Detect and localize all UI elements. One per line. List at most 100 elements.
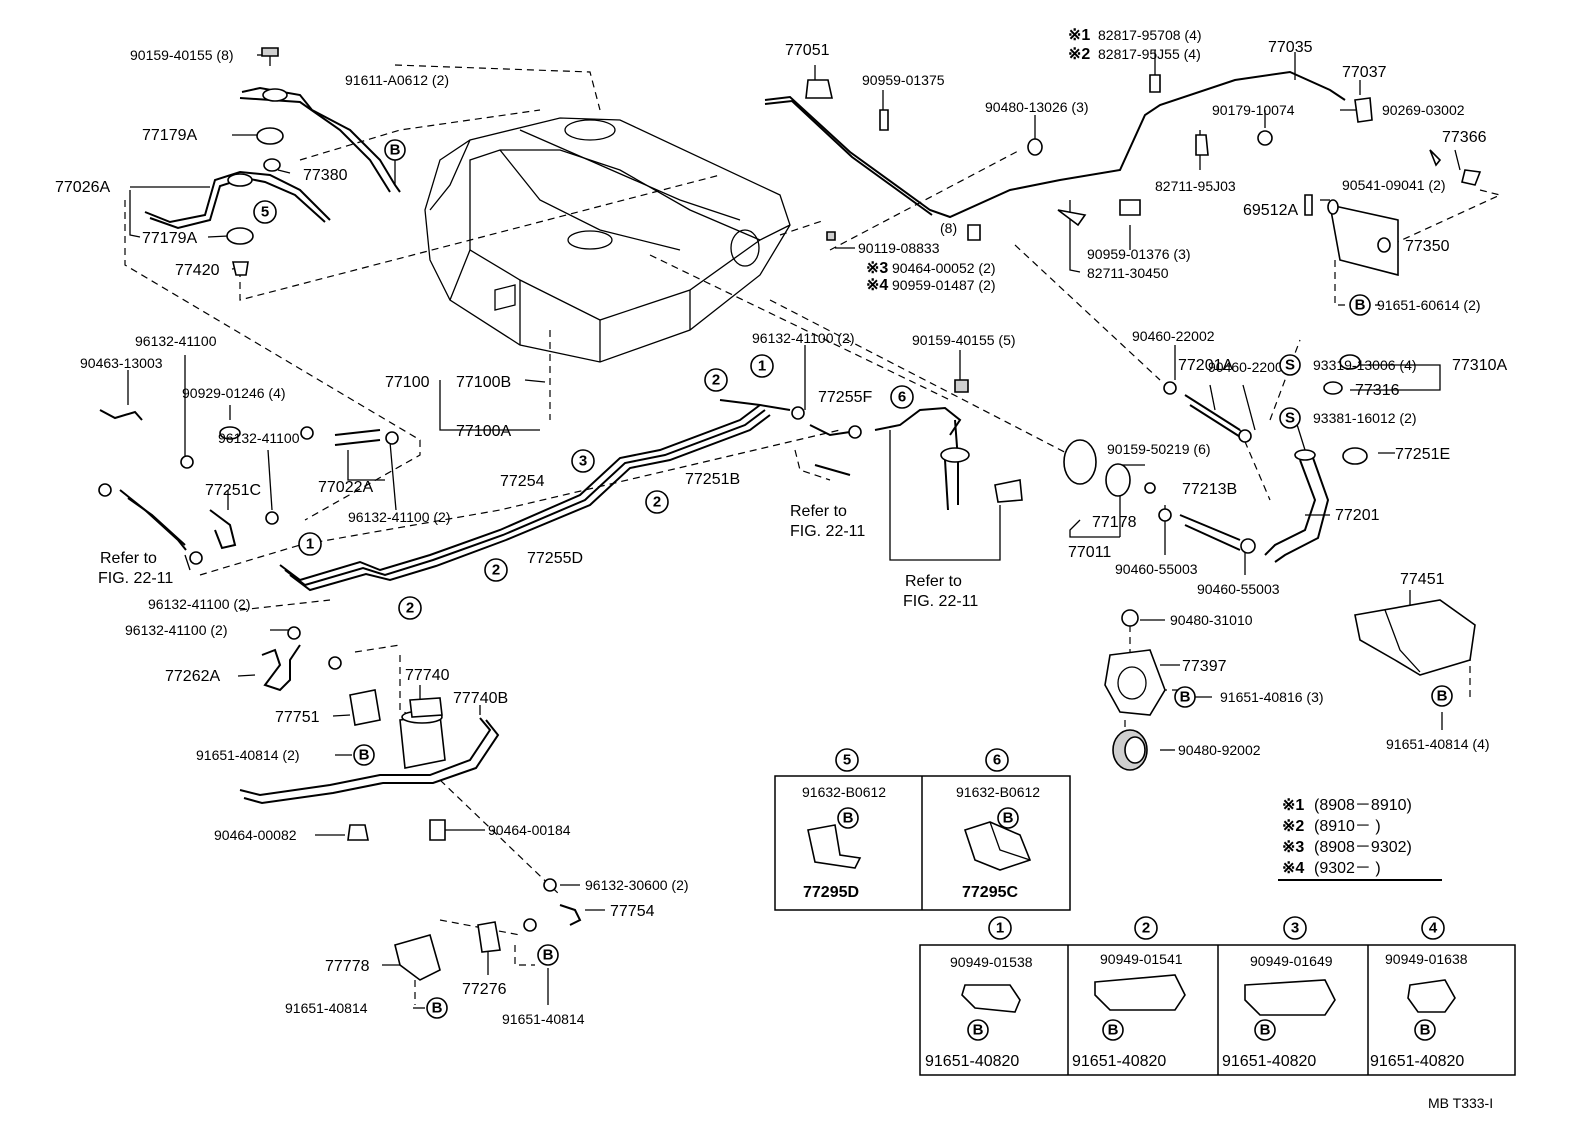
b-circle-91651-60614: B	[1349, 294, 1371, 316]
b-circle-top: B	[384, 139, 406, 161]
reference-code: MB T333-I	[1428, 1095, 1493, 1111]
svg-text:2: 2	[712, 372, 720, 389]
b-circle-77451: B	[1431, 685, 1453, 707]
box3-bolt: 91651-40820	[1222, 1053, 1316, 1070]
label-82817-95708: 82817-95708 (4)	[1098, 27, 1202, 43]
label-90480-31010: 90480-31010	[1170, 612, 1253, 628]
box6-part: 91632-B0612	[956, 784, 1040, 800]
legend-row-1-mark: ※1	[1282, 797, 1304, 814]
label-8: (8)	[940, 220, 957, 236]
label-77035: 77035	[1268, 39, 1313, 56]
label-77051: 77051	[785, 42, 830, 59]
svg-text:B: B	[843, 810, 854, 827]
svg-text:S: S	[1285, 410, 1295, 427]
label-77037: 77037	[1342, 64, 1387, 81]
legend-row-3-mark: ※3	[1282, 839, 1304, 856]
label-77011: 77011	[1068, 544, 1111, 561]
svg-text:B: B	[973, 1022, 984, 1039]
detail-box-5-6: 5 6 91632-B0612 91632-B0612 B B 77295D 7…	[774, 748, 1071, 911]
label-77100b: 77100B	[456, 374, 511, 391]
svg-text:1: 1	[306, 536, 314, 553]
label-91611-a0612: 91611-A0612 (2)	[345, 72, 449, 88]
box1-b-circle: B	[967, 1019, 989, 1041]
box3-part: 90949-01649	[1250, 953, 1333, 969]
label-90959-01487: 90959-01487 (2)	[892, 277, 996, 293]
label-90460-55003-b: 90460-55003	[1197, 581, 1280, 597]
label-91651-40814-2: 91651-40814 (2)	[196, 747, 300, 763]
label-77751: 77751	[275, 709, 320, 726]
label-96132-41100-2c: 96132-41100 (2)	[148, 596, 250, 612]
label-77310a: 77310A	[1452, 357, 1507, 374]
box4-part: 90949-01638	[1385, 951, 1468, 967]
svg-text:3: 3	[1291, 920, 1299, 937]
num-circle-1-a: 1	[750, 354, 774, 378]
label-77179a-top: 77179A	[142, 127, 197, 144]
label-90463-13003: 90463-13003	[80, 355, 163, 371]
label-90480-92002: 90480-92002	[1178, 742, 1261, 758]
label-77420: 77420	[175, 262, 220, 279]
legend-row-2-mark: ※2	[1282, 818, 1304, 835]
label-77178: 77178	[1092, 514, 1137, 531]
label-90159-40155-8: 90159-40155 (8)	[130, 47, 234, 63]
box1-num-circle: 1	[988, 916, 1012, 940]
svg-text:6: 6	[993, 752, 1001, 769]
label-77201a: 77201A	[1178, 357, 1233, 374]
marker-4-mid: ※4	[866, 277, 888, 294]
box5-assy: 77295D	[803, 884, 859, 901]
box2-bolt: 91651-40820	[1072, 1053, 1166, 1070]
svg-text:B: B	[359, 747, 370, 764]
label-90959-01375: 90959-01375	[862, 72, 945, 88]
svg-text:1: 1	[758, 358, 766, 375]
circled-symbols: B B B B B B B S S 5 2 1 6 3 2 1 2 2	[253, 139, 1453, 1019]
label-77213b: 77213B	[1182, 481, 1237, 498]
svg-text:1: 1	[996, 920, 1004, 937]
label-77100a: 77100A	[456, 423, 511, 440]
label-91651-40814-b: 91651-40814	[502, 1011, 585, 1027]
label-91651-40814-4: 91651-40814 (4)	[1386, 736, 1490, 752]
label-77366: 77366	[1442, 129, 1487, 146]
label-91651-40814-a: 91651-40814	[285, 1000, 368, 1016]
refer-to-2: Refer to	[790, 503, 847, 520]
label-77740b: 77740B	[453, 690, 508, 707]
box5-part: 91632-B0612	[802, 784, 886, 800]
label-77026a: 77026A	[55, 179, 110, 196]
s-circle-93381: S	[1279, 407, 1301, 429]
label-77251b: 77251B	[685, 471, 740, 488]
label-90541-09041: 90541-09041 (2)	[1342, 177, 1446, 193]
svg-text:B: B	[432, 1000, 443, 1017]
label-77201: 77201	[1335, 507, 1380, 524]
label-82817-95j55: 82817-95J55 (4)	[1098, 46, 1201, 62]
label-90929-01246: 90929-01246 (4)	[182, 385, 286, 401]
label-90460-22002-b: 90460-22002	[1208, 359, 1291, 375]
variant-markers: ※1 ※2 ※3 ※4	[866, 27, 1090, 294]
box6-num-circle: 6	[985, 748, 1009, 772]
box6-assy: 77295C	[962, 884, 1018, 901]
label-77255f: 77255F	[818, 389, 872, 406]
label-82711-30450: 82711-30450	[1087, 265, 1169, 281]
svg-text:3: 3	[579, 453, 587, 470]
label-93381-16012: 93381-16012 (2)	[1313, 410, 1417, 426]
label-69512a: 69512A	[1243, 202, 1298, 219]
box1-part: 90949-01538	[950, 954, 1033, 970]
svg-text:B: B	[1437, 688, 1448, 705]
b-circle-77397: B	[1174, 686, 1196, 708]
box5-b-circle: B	[837, 807, 859, 829]
label-90269-03002: 90269-03002	[1382, 102, 1465, 118]
label-77262a: 77262A	[165, 668, 220, 685]
label-90159-50219: 90159-50219 (6)	[1107, 441, 1211, 457]
box3-b-circle: B	[1254, 1019, 1276, 1041]
svg-text:5: 5	[843, 752, 851, 769]
num-circle-6-main: 6	[890, 385, 914, 409]
label-96132-30600: 96132-30600 (2)	[585, 877, 689, 893]
box3-num-circle: 3	[1283, 916, 1307, 940]
detail-box-1-4: 1 2 3 4 90949-01538 90949-01541 90949-01…	[919, 916, 1516, 1076]
refer-to-1-fig: FIG. 22-11	[98, 570, 173, 587]
box2-part: 90949-01541	[1100, 951, 1183, 967]
svg-text:5: 5	[261, 204, 269, 221]
svg-text:B: B	[1003, 810, 1014, 827]
date-legend: ※1 (8908－8910) ※2 (8910－ ) ※3 (8908－9302…	[1278, 797, 1442, 881]
box1-bolt: 91651-40820	[925, 1053, 1019, 1070]
label-77179a-bottom: 77179A	[142, 230, 197, 247]
svg-text:B: B	[543, 947, 554, 964]
label-77350: 77350	[1405, 238, 1450, 255]
